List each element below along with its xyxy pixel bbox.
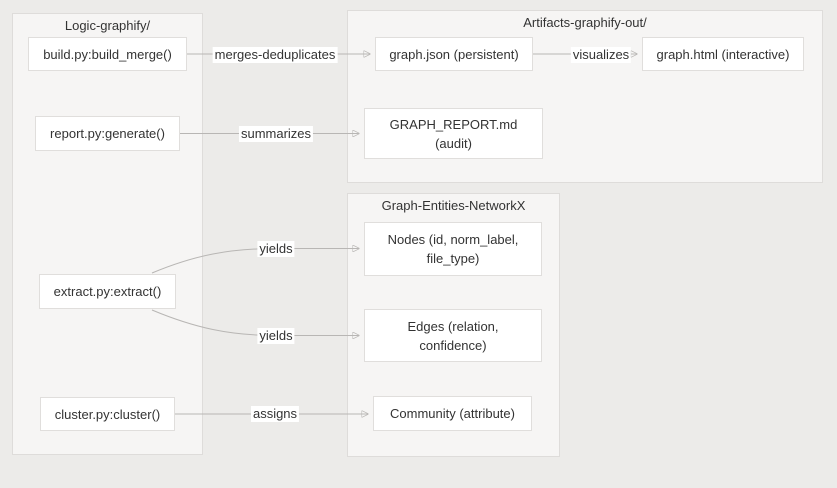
edge-label-visualizes: visualizes [570,47,632,63]
edge-label-yields-bottom: yields [257,328,295,344]
cluster-logic-graphify-title: Logic-graphify/ [64,18,151,33]
edge-extract-to-nodes [151,249,359,274]
edge-label-assigns: assigns [250,406,300,422]
node-nodes-entity: Nodes (id, norm_label, file_type) [364,222,542,276]
node-label: extract.py:extract() [53,284,162,299]
node-label-line1: Edges (relation, [407,318,499,334]
edge-label-summarizes: summarizes [238,126,314,142]
edge-extract-to-edges [151,309,359,336]
node-graph-json: graph.json (persistent) [375,37,533,71]
node-build-py-build-merge: build.py:build_merge() [28,37,187,71]
node-graph-html: graph.html (interactive) [642,37,804,71]
node-label: Community (attribute) [390,406,515,421]
node-label: graph.html (interactive) [656,46,790,62]
node-cluster-py-cluster: cluster.py:cluster() [40,397,175,431]
node-label-line1: Nodes (id, norm_label, [387,232,519,247]
node-graph-report-md: GRAPH_REPORT.md (audit) [364,108,543,159]
cluster-artifacts-graphify-out-title: Artifacts-graphify-out/ [523,15,647,30]
node-label-line2: confidence) [419,337,487,353]
node-label-line2: (audit) [435,135,472,151]
cluster-graph-entities-networkx-title: Graph-Entities-NetworkX [381,198,526,213]
node-report-py-generate: report.py:generate() [35,116,180,151]
edge-label-merges-deduplicates: merges-deduplicates [212,47,338,63]
node-edges-entity: Edges (relation, confidence) [364,309,542,362]
node-label: report.py:generate() [50,126,165,141]
node-extract-py-extract: extract.py:extract() [39,274,176,309]
node-community-attribute: Community (attribute) [373,396,532,431]
node-label: build.py:build_merge() [43,46,172,62]
node-label-line1: GRAPH_REPORT.md [389,116,518,132]
node-label: graph.json (persistent) [389,46,519,62]
edge-label-yields-top: yields [257,241,295,257]
cluster-logic-graphify: Logic-graphify/ [12,13,203,455]
node-label-line2: file_type) [426,251,480,266]
node-label: cluster.py:cluster() [54,406,161,422]
